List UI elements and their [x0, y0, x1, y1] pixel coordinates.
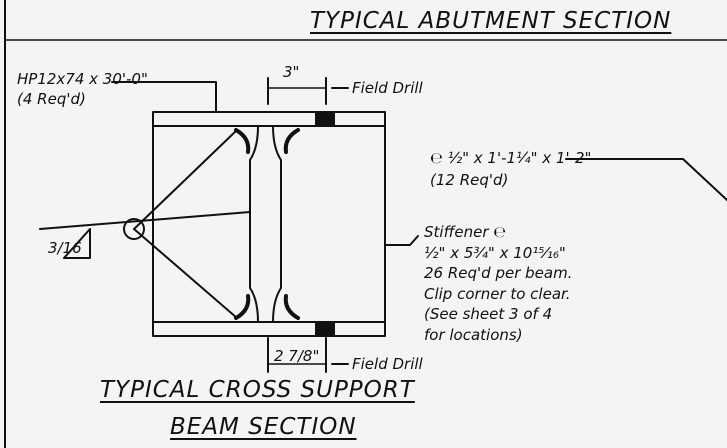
stiffener-note-line: Stiffener ℮ [424, 223, 507, 241]
section-title-line1: TYPICAL CROSS SUPPORT [100, 377, 415, 403]
corner-weld-tr [283, 128, 300, 154]
beam-web-right [272, 125, 282, 323]
corner-weld-tl [234, 128, 251, 154]
drill-hole-bottom [315, 323, 335, 335]
bottom-spacing-dimension: 2 7/8" [274, 347, 320, 365]
top-flange [152, 111, 386, 127]
weld-symbol-flag [63, 228, 91, 259]
stiffener-note-line: for locations) [424, 325, 523, 344]
weld-all-around-circle [123, 218, 145, 240]
drill-hole-top [315, 113, 335, 125]
corner-weld-br [283, 294, 300, 320]
stiffener-note-line: Clip corner to clear. [424, 284, 571, 303]
plate-quantity: (12 Req'd) [430, 171, 509, 189]
bottom-flange [152, 321, 386, 337]
beam-web-left [249, 125, 259, 323]
cross-brace-upper [133, 129, 238, 230]
pile-label: HP12x74 x 30'-0" [17, 70, 148, 88]
plate-leader [565, 158, 727, 201]
stiffener-note-line: ½" x 5¾" x 10¹⁵⁄₁₆" [424, 243, 566, 262]
weld-leader [39, 211, 251, 230]
stiffener-leader [384, 235, 419, 246]
pile-leader [111, 81, 217, 113]
field-drill-top-label: Field Drill [352, 79, 423, 97]
weld-size-label: 3/16 [48, 239, 82, 257]
corner-weld-bl [234, 294, 251, 320]
pile-quantity: (4 Req'd) [17, 90, 86, 108]
stiffener-note: Stiffener ℮ ½" x 5¾" x 10¹⁵⁄₁₆" 26 Req'd… [424, 222, 572, 345]
section-title-line2: BEAM SECTION [170, 414, 357, 440]
plate-label: ℮ ½" x 1'-1¼" x 1'-2" [430, 149, 592, 167]
top-spacing-dimension: 3" [283, 63, 300, 81]
cross-brace-lower [133, 228, 238, 319]
stiffener-note-line: 26 Req'd per beam. [424, 264, 573, 282]
field-drill-bottom-label: Field Drill [352, 355, 423, 373]
abutment-section-title: TYPICAL ABUTMENT SECTION [310, 8, 672, 34]
stiffener-note-line: (See sheet 3 of 4 [424, 305, 553, 323]
